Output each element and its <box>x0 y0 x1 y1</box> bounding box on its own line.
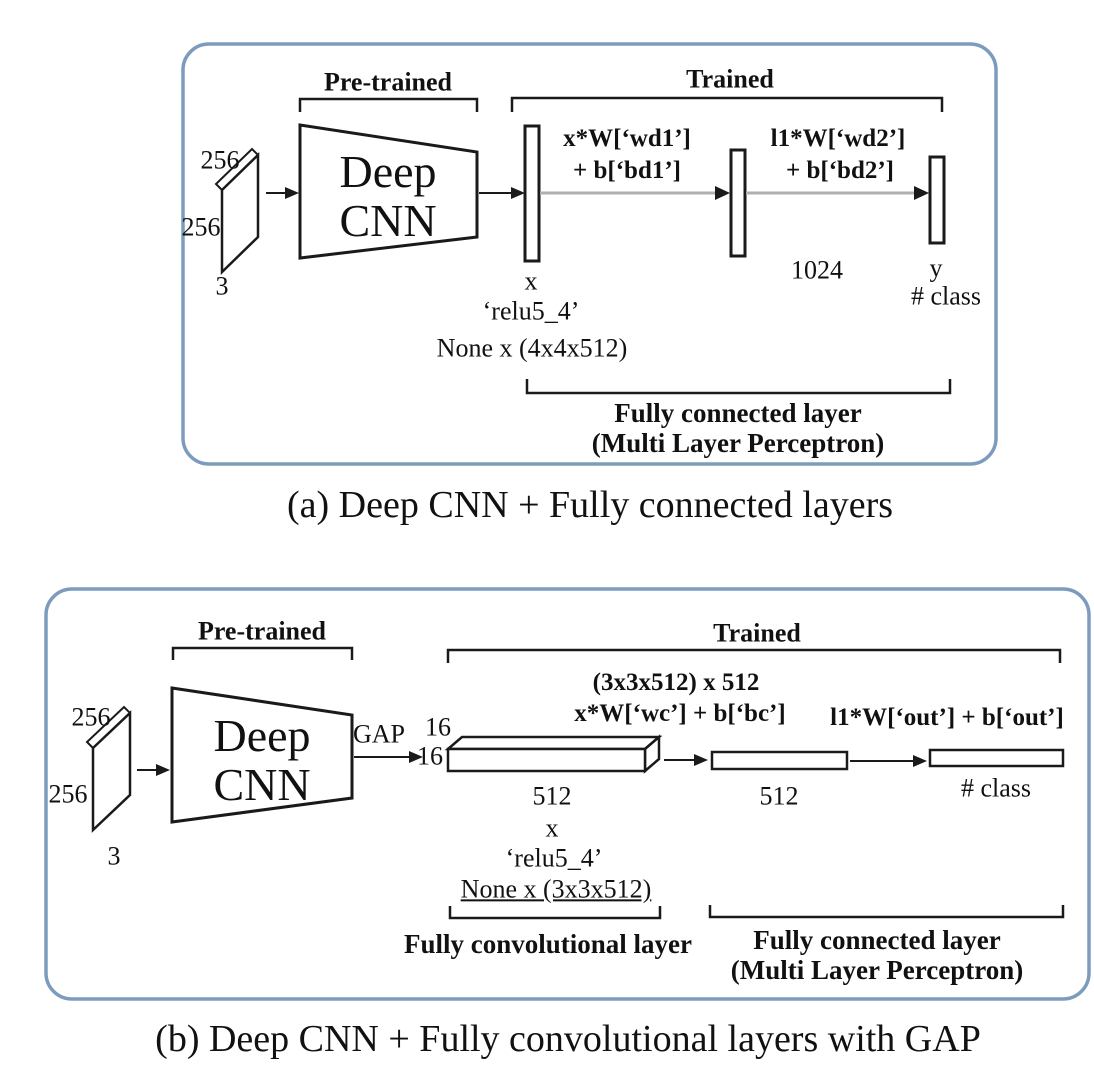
panel-a-input-slab-edge <box>214 147 259 191</box>
panel-a-input-dim-left: 256 <box>181 212 221 242</box>
panel-b-fconv-bracket <box>448 906 662 920</box>
panel-b-arrowhead-featuremap-conv <box>694 754 708 766</box>
panel-b-pretrained-bracket <box>171 646 354 660</box>
panel-a-output-rect-y <box>928 155 946 245</box>
panel-a-fc1-formula-line1: x*W[‘wd1’] <box>563 124 691 152</box>
panel-a-arrowhead-hidden-output <box>914 186 929 200</box>
panel-b-caption: (b) Deep CNN + Fully convolutional layer… <box>155 1018 981 1061</box>
panel-a-input-dim-depth: 3 <box>215 271 229 301</box>
panel-b-input-dim-depth: 3 <box>107 841 121 871</box>
panel-a-out-sublabel: # class <box>910 281 982 311</box>
panel-b-fc1-label: 512 <box>759 781 799 811</box>
panel-b-featuremap-depth: 512 <box>532 781 572 811</box>
panel-b-input-dim-top: 256 <box>71 702 111 732</box>
panel-b-deep-cnn-trapezoid <box>170 686 354 824</box>
panel-a-x-layer-name: ‘relu5_4’ <box>482 296 580 326</box>
panel-b-input-dim-left: 256 <box>48 779 88 809</box>
panel-a-border <box>181 42 998 466</box>
panel-b-featuremap-dim-top: 16 <box>425 712 451 742</box>
panel-b-input-slab-edge <box>85 705 131 749</box>
panel-a-arrowhead-cnn-x <box>511 187 525 199</box>
panel-b-featuremap-shape: None x (3x3x512) <box>460 874 652 904</box>
panel-b-arrowhead-conv-output <box>913 755 927 767</box>
panel-b-featuremap-box-top <box>444 735 663 751</box>
panel-a-cnn-label-line2: CNN <box>339 194 437 246</box>
panel-b-arrowhead-gap <box>409 751 423 763</box>
panel-a-fc2-formula-line1: l1*W[‘wd2’] <box>770 124 906 152</box>
panel-a-fc2-formula-line2: + b[‘bd2’] <box>785 156 895 184</box>
panel-b-pretrained-label: Pre-trained <box>197 616 327 646</box>
panel-b-output-bar-class <box>928 748 1065 768</box>
panel-a-x-label: x <box>524 266 538 296</box>
panel-b-border <box>44 587 1091 1001</box>
panel-b-featuremap-layer-name: ‘relu5_4’ <box>505 843 603 873</box>
panel-a-input-dim-top: 256 <box>200 145 240 175</box>
panel-b-trained-label: Trained <box>713 618 801 648</box>
panel-b-trained-bracket <box>446 648 1062 663</box>
panel-a-input-slab <box>220 152 260 275</box>
panel-b-conv-bar-512 <box>710 750 849 771</box>
panel-b-conv-formula-line2: x*W[‘wc’] + b[‘bc’] <box>574 699 786 727</box>
panel-a-caption: (a) Deep CNN + Fully connected layers <box>286 484 894 527</box>
panel-b-conv-formula-line1: (3x3x512) x 512 <box>592 668 760 696</box>
panel-b-arrowhead-input-cnn <box>156 764 170 776</box>
panel-a-trained-label: Trained <box>686 64 774 94</box>
panel-b-cnn-label-line2: CNN <box>213 758 311 810</box>
panel-b-cnn-label-line1: Deep <box>213 709 311 761</box>
panel-b-fc-bracket-line2: (Multi Layer Perceptron) <box>730 954 1024 985</box>
panel-b-fc-bracket-line1: Fully connected layer <box>753 924 1001 955</box>
panel-a-fc-bracket-line2: (Multi Layer Perceptron) <box>591 427 885 458</box>
panel-a-pretrained-bracket <box>298 97 479 112</box>
panel-a-hidden-rect-1024 <box>729 148 747 258</box>
panel-a-fc-bracket-line1: Fully connected layer <box>614 397 862 428</box>
panel-a-fc1-formula-line2: + b[‘bd1’] <box>572 156 682 184</box>
panel-a-hidden-label: 1024 <box>791 255 843 285</box>
panel-a-fc-bracket <box>525 379 952 395</box>
panel-a-arrowhead-x-hidden <box>715 186 730 200</box>
panel-b-featuremap-dim-left: 16 <box>417 741 443 771</box>
panel-b-input-slab <box>91 710 132 833</box>
panel-b-featuremap-x: x <box>545 813 559 843</box>
panel-b-gap-label: GAP <box>352 719 406 749</box>
panel-a-trained-bracket <box>510 96 944 112</box>
panel-b-featuremap-box-front <box>446 747 647 773</box>
panel-a-feature-rect-x <box>523 124 541 263</box>
panel-a-x-shape: None x (4x4x512) <box>436 333 628 363</box>
panel-a-cnn-label-line1: Deep <box>339 145 437 197</box>
panel-a-arrowhead-input-cnn <box>285 187 299 199</box>
panel-a-out-label: y <box>929 253 943 283</box>
panel-b-fconv-bracket-label: Fully convolutional layer <box>403 928 693 959</box>
panel-a-pretrained-label: Pre-trained <box>323 67 453 97</box>
panel-b-fc-bracket <box>708 905 1065 919</box>
panel-a-deep-cnn-trapezoid <box>298 123 479 260</box>
panel-b-out-formula: l1*W[‘out’] + b[‘out’] <box>830 703 1064 731</box>
panel-b-out-sublabel: # class <box>960 773 1032 803</box>
